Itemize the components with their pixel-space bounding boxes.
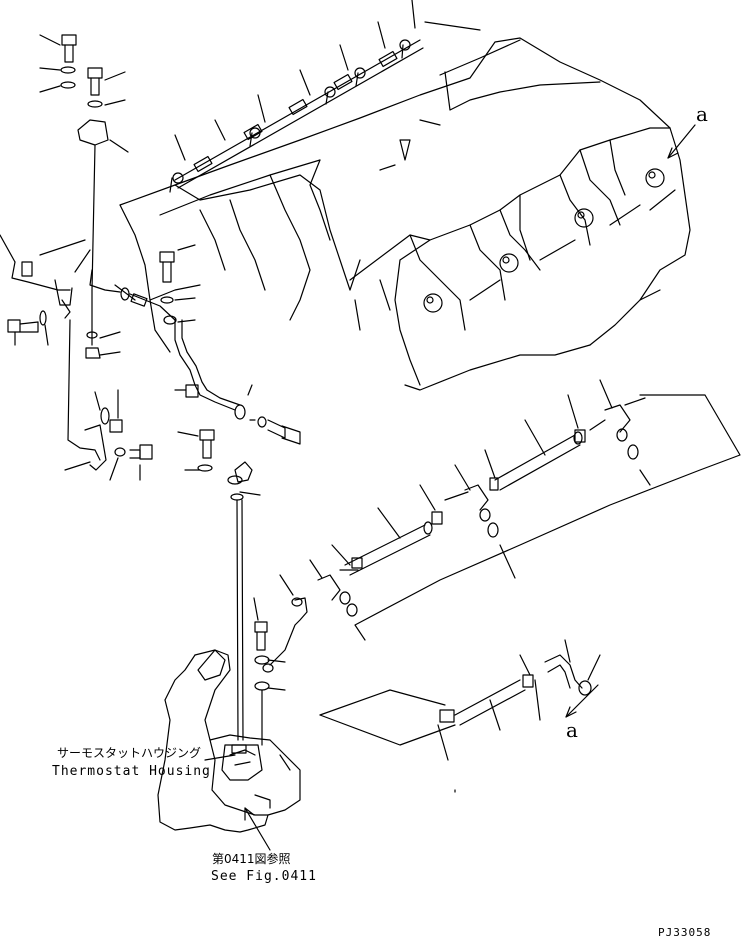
left-fasteners bbox=[0, 34, 196, 481]
thermostat-leader bbox=[204, 754, 236, 761]
reference-arrow-bottom bbox=[565, 684, 599, 718]
fuel-return-line bbox=[262, 379, 741, 673]
reference-label-a-top: a bbox=[696, 102, 708, 126]
housing-fasteners bbox=[253, 597, 286, 746]
drawing-number: PJ33058 bbox=[658, 926, 712, 939]
thermostat-housing bbox=[157, 649, 301, 833]
lower-return-line bbox=[319, 639, 601, 793]
top-fuel-rail bbox=[169, 0, 481, 193]
reference-arrow-top bbox=[667, 124, 696, 159]
thermostat-housing-label: Thermostat Housing bbox=[52, 764, 211, 779]
return-pipe-middle bbox=[174, 319, 301, 741]
engine-block bbox=[119, 37, 691, 391]
thermostat-housing-label-jp: サーモスタットハウジング bbox=[57, 746, 202, 760]
see-fig-arrow bbox=[244, 807, 271, 851]
reference-label-a-bottom: a bbox=[566, 718, 578, 742]
see-fig-label-jp: 第0411図参照 bbox=[212, 852, 291, 866]
see-fig-label: See Fig.0411 bbox=[211, 869, 317, 884]
